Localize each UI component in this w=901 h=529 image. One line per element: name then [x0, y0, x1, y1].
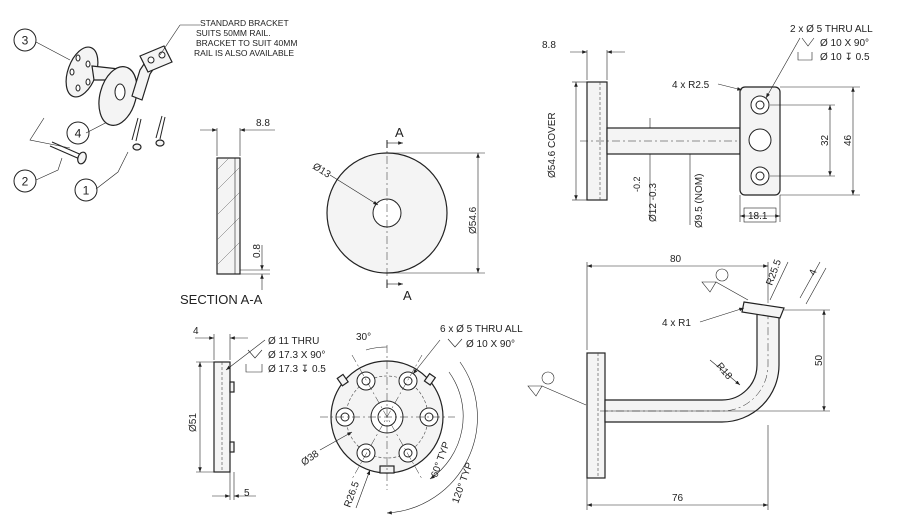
base-holes-callout-1: 6 x Ø 5 THRU ALL: [440, 324, 523, 335]
svg-text:BRACKET TO SUIT 40MM: BRACKET TO SUIT 40MM: [196, 38, 297, 48]
projection-dim: 76: [672, 493, 684, 504]
svg-text:RAIL IS ALSO AVAILABLE: RAIL IS ALSO AVAILABLE: [194, 48, 294, 58]
cut-label-bottom: A: [403, 288, 412, 303]
cover-iso: [98, 66, 138, 126]
cover-front-view: A A Ø13 Ø54.6: [310, 125, 485, 303]
cover-outer-dim: Ø54.6: [468, 206, 479, 234]
base-thickness-dim: 4: [193, 326, 199, 337]
saddle-height-dim: 46: [843, 134, 854, 146]
section-a-a-view: 8.8 0.8 SECTION A-A: [180, 118, 275, 307]
svg-text:STANDARD BRACKET: STANDARD BRACKET: [200, 18, 289, 28]
saddle-hole-callout-1: 2 x Ø 5 THRU ALL: [790, 24, 873, 35]
screw-iso: [131, 117, 142, 151]
saddle-radius-note: 4 x R2.5: [672, 80, 710, 91]
reach-dim: 80: [670, 254, 682, 265]
balloon-1: 1: [74, 178, 98, 202]
base-plate-front-view: 30° 6 x Ø 5 THRU ALL Ø 10 X 90° Ø38 R26.…: [299, 324, 523, 515]
saddle-curve-radius: R25.5: [764, 258, 784, 287]
cover-hole-dim: Ø13: [310, 161, 332, 181]
saddle-hole-callout-3: Ø 10 ↧ 0.5: [820, 52, 870, 63]
base-dia-dim: Ø51: [188, 413, 199, 432]
mount-hole: [356, 443, 376, 463]
base-holes-callout-2: Ø 10 X 90°: [466, 339, 515, 350]
tube-tolerance-upper: -0.2: [632, 176, 642, 192]
cut-label-top: A: [395, 125, 404, 140]
section-chamfer-dim: 0.8: [252, 244, 263, 258]
balloon-3: 3: [13, 28, 37, 52]
bracket-elevation-view: 80 R25.5 4 4 x R1 R18 50 76: [527, 254, 830, 510]
bracket-side-view: 8.8 Ø54.6 COVER -0.2 Ø12 -0.3 Ø9.5 (NOM)…: [542, 24, 873, 228]
balloon-2: 2: [13, 169, 37, 193]
side-cover-dim: Ø54.6 COVER: [547, 112, 558, 178]
bend-radius-dim: R18: [714, 361, 735, 382]
base-hole-callout-3: Ø 17.3 ↧ 0.5: [268, 364, 326, 375]
balloon-4: 4: [66, 121, 90, 145]
section-thickness-dim: 8.8: [256, 118, 270, 129]
screw-iso: [155, 115, 166, 147]
svg-text:SUITS 50MM RAIL.: SUITS 50MM RAIL.: [196, 28, 271, 38]
base-plate-side-view: 4 Ø51 5 Ø 11 THRU Ø 17.3 X 90° Ø 17.3 ↧ …: [188, 326, 326, 500]
saddle-thickness-dim: 4: [807, 268, 819, 277]
tube-nominal-dim: Ø9.5 (NOM): [694, 174, 705, 228]
rise-dim: 50: [814, 354, 825, 366]
svg-text:2: 2: [22, 175, 29, 189]
tube-dia-dim: Ø12 -0.3: [648, 183, 659, 222]
section-title: SECTION A-A: [180, 292, 263, 307]
hole-spacing-dim: 32: [820, 134, 831, 146]
edge-radius-note: 4 x R1: [662, 318, 691, 329]
screw-iso: [49, 141, 87, 165]
bracket-note: STANDARD BRACKET SUITS 50MM RAIL. BRACKE…: [194, 18, 297, 58]
svg-text:1: 1: [83, 184, 90, 198]
base-hole-callout-1: Ø 11 THRU: [268, 336, 319, 347]
base-radius-dim: R26.5: [342, 480, 362, 509]
base-plate-iso: [65, 46, 99, 98]
base-hole-callout-2: Ø 17.3 X 90°: [268, 350, 325, 361]
pcd-dim: Ø38: [299, 448, 321, 468]
saddle-iso: [139, 45, 173, 73]
angle-120-dim: 120° TYP: [450, 461, 475, 505]
svg-text:3: 3: [22, 34, 29, 48]
side-thickness-dim: 8.8: [542, 40, 556, 51]
angle-30-dim: 30°: [356, 332, 371, 343]
mount-hole: [356, 371, 376, 391]
boss-height-dim: 5: [244, 488, 250, 499]
saddle-hole-callout-2: Ø 10 X 90°: [820, 38, 869, 49]
saddle-width-dim: 18.1: [748, 211, 768, 222]
exploded-view: 3 4 2 1 STANDARD BRACKET SUITS 50MM RAIL…: [13, 18, 297, 202]
svg-text:4: 4: [75, 127, 82, 141]
mount-hole: [398, 371, 418, 391]
mount-hole: [398, 443, 418, 463]
